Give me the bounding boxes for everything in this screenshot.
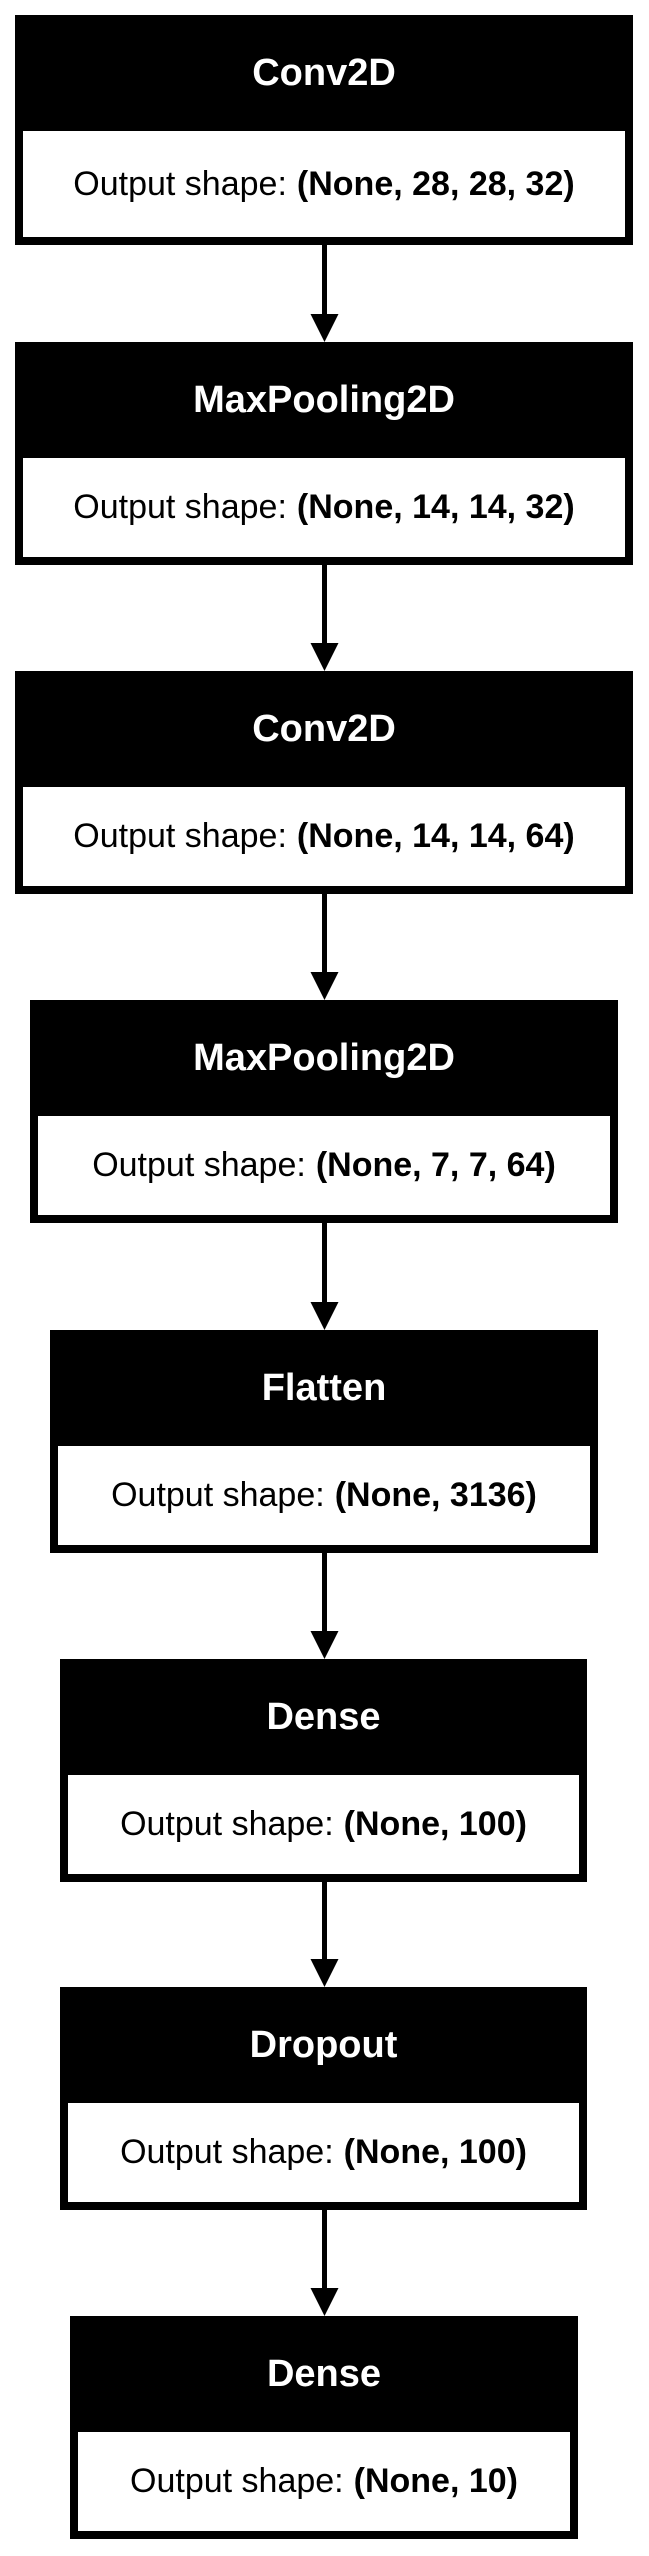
output-shape-value: (None, 7, 7, 64) [315, 1146, 556, 1184]
layer-title: MaxPooling2D [193, 378, 455, 421]
output-shape-value: (None, 14, 14, 32) [296, 488, 575, 526]
layer-node-conv2d-2: Conv2D Output shape: (None, 14, 14, 64) [15, 671, 633, 894]
layer-title: Dense [266, 1695, 381, 1738]
arrowhead-icon [310, 1302, 339, 1330]
layer-node-dense-2: Dense Output shape: (None, 10) [70, 2316, 578, 2539]
output-shape-box: Output shape: (None, 100) [68, 2103, 579, 2202]
output-shape-label: Output shape: [120, 2133, 334, 2171]
output-shape-label: Output shape: [73, 164, 287, 203]
output-shape-box: Output shape: (None, 10) [78, 2432, 570, 2531]
layer-node-flatten: Flatten Output shape: (None, 3136) [50, 1330, 598, 1553]
layer-node-maxpooling2d-1: MaxPooling2D Output shape: (None, 14, 14… [15, 342, 633, 565]
layer-title: Dropout [249, 2023, 398, 2066]
arrowhead-icon [310, 2288, 339, 2316]
layer-title: MaxPooling2D [193, 1036, 455, 1079]
output-shape-box: Output shape: (None, 7, 7, 64) [38, 1116, 610, 1215]
output-shape-value: (None, 100) [343, 2133, 527, 2171]
layer-title: Flatten [261, 1366, 387, 1409]
output-shape-value: (None, 10) [353, 2462, 518, 2500]
output-shape-box: Output shape: (None, 3136) [58, 1446, 590, 1545]
arrowhead-icon [310, 314, 339, 342]
layer-node-dropout: Dropout Output shape: (None, 100) [60, 1987, 587, 2210]
output-shape-box: Output shape: (None, 100) [68, 1775, 579, 1874]
output-shape-label: Output shape: [111, 1476, 325, 1514]
output-shape-box: Output shape: (None, 28, 28, 32) [23, 131, 625, 237]
output-shape-box: Output shape: (None, 14, 14, 64) [23, 787, 625, 886]
arrowhead-icon [310, 1959, 339, 1987]
layer-node-conv2d-1: Conv2D Output shape: (None, 28, 28, 32) [15, 15, 633, 245]
layer-node-maxpooling2d-2: MaxPooling2D Output shape: (None, 7, 7, … [30, 1000, 618, 1223]
layer-title: Conv2D [252, 51, 396, 94]
output-shape-label: Output shape: [130, 2462, 344, 2500]
output-shape-value: (None, 3136) [334, 1476, 537, 1514]
arrowhead-icon [310, 643, 339, 671]
output-shape-label: Output shape: [73, 488, 287, 526]
output-shape-value: (None, 28, 28, 32) [296, 164, 575, 203]
arrowhead-icon [310, 1631, 339, 1659]
output-shape-label: Output shape: [73, 817, 287, 855]
arrowhead-icon [310, 972, 339, 1000]
layer-node-dense-1: Dense Output shape: (None, 100) [60, 1659, 587, 1882]
layer-title: Dense [266, 2352, 382, 2395]
output-shape-label: Output shape: [92, 1146, 306, 1184]
output-shape-label: Output shape: [120, 1805, 334, 1843]
output-shape-value: (None, 100) [343, 1805, 527, 1843]
output-shape-value: (None, 14, 14, 64) [296, 817, 575, 855]
output-shape-box: Output shape: (None, 14, 14, 32) [23, 458, 625, 557]
layer-title: Conv2D [252, 707, 396, 750]
